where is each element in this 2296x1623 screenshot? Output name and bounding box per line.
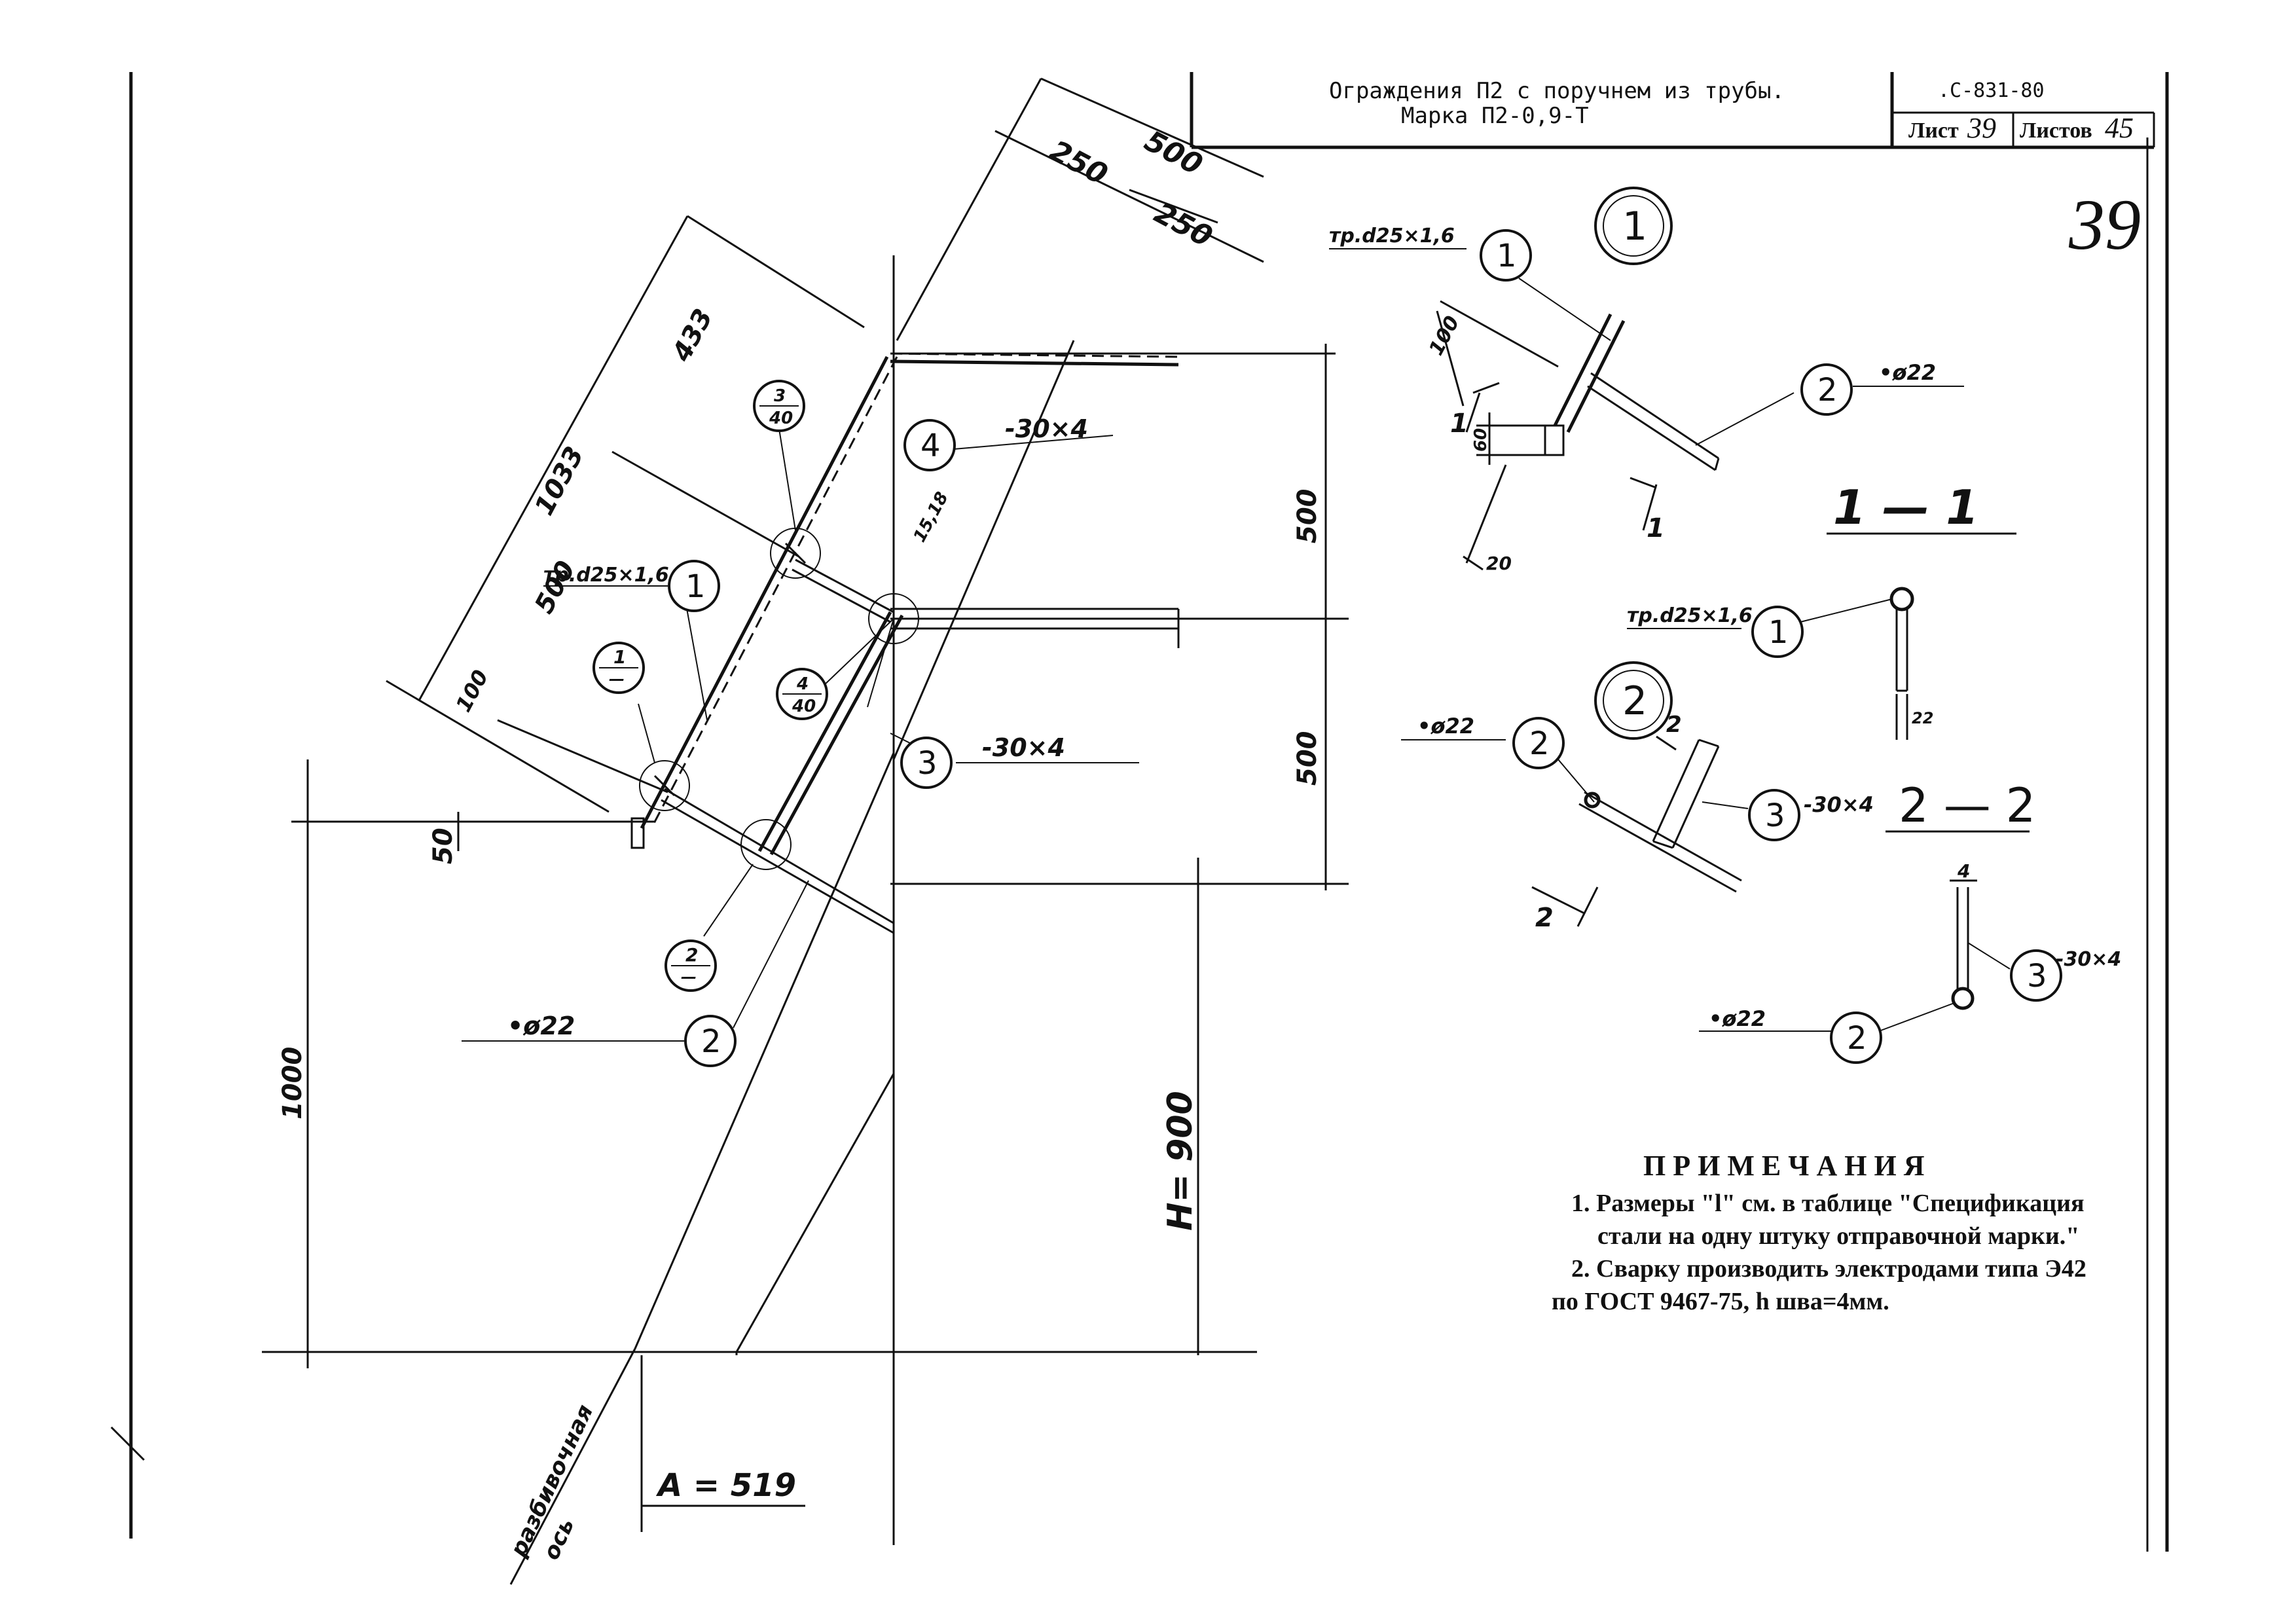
notes-line-4: по ГОСТ 9467-75, h шва=4мм.: [1552, 1288, 1889, 1315]
detail-2-pos3: 3: [1765, 797, 1785, 834]
callout-bar-mid: -30×4: [982, 733, 1065, 762]
doc-code: .С-831-80: [1938, 79, 2045, 102]
position-1-label: 1: [685, 568, 706, 605]
dim-500-right-b: 500: [1292, 731, 1322, 786]
position-2-label: 2: [701, 1023, 721, 1060]
sheet-frame: [129, 72, 2169, 1552]
detail-1-cut-b: 1: [1647, 513, 1665, 543]
detail-1-section-pos: 1: [1768, 614, 1789, 651]
detail-1: 1 тр.d25×1,6 1 2 •ø22 100 60 20 1: [1329, 187, 2016, 740]
section-mark-1-top: 1: [613, 646, 626, 668]
callout-rod: •ø22: [507, 1012, 575, 1040]
detail-1-marker: [1594, 187, 1673, 265]
detail-1-section-dim: 22: [1912, 709, 1933, 727]
detail-2-number: 2: [1622, 678, 1647, 724]
stamp-number: 39: [2068, 185, 2141, 264]
title-text: Ограждения П2 с поручнем из трубы.: [1329, 78, 1785, 104]
detail-1-pos2-bubble: [1800, 363, 1853, 416]
dim-50: 50: [428, 828, 458, 864]
sheets-label: Листов: [2020, 119, 2092, 143]
dim-a519: A = 519: [655, 1467, 796, 1504]
notes-line-2: стали на одну штуку отправочной марки.": [1597, 1222, 2079, 1250]
detail-1-number: 1: [1622, 204, 1647, 249]
dim-15-18: 15,18: [910, 489, 953, 546]
detail-2-cut-b: 2: [1535, 903, 1554, 933]
detail-2-section-pos3-bubble: [2010, 949, 2062, 1002]
section-mark-4-40-bottom: 40: [792, 697, 816, 716]
title-block: Ограждения П2 с поручнем из трубы. Марка…: [1190, 72, 2155, 264]
callout-bar-top: -30×4: [1005, 414, 1088, 443]
dim-1000: 1000: [278, 1047, 308, 1120]
main-view: 500 250 250 433 1033 500 100 50 1000 500…: [110, 77, 1349, 1585]
section-mark-4-40-top: 4: [796, 674, 809, 694]
notes: П Р И М Е Ч А Н И Я 1. Размеры "l" см. в…: [1552, 1150, 2086, 1315]
notes-line-3: 2. Сварку производить электродами типа Э…: [1571, 1255, 2086, 1283]
dim-1033: 1033: [529, 442, 590, 520]
dim-h900: H= 900: [1161, 1091, 1200, 1231]
position-1-bubble: [668, 560, 720, 612]
position-2-bubble: [684, 1015, 737, 1067]
dim-500-right-a: 500: [1292, 489, 1322, 544]
sheet-label: Лист: [1908, 119, 1959, 143]
detail-2-rod-label: •ø22: [1417, 714, 1474, 739]
detail-2: 2 •ø22 2 3 -30×4 2 2 2 — 2 4: [1401, 661, 2121, 1064]
detail-2-pos2: 2: [1529, 725, 1550, 762]
detail-2-marker: [1594, 661, 1673, 740]
position-3-bubble: [900, 737, 953, 789]
sheets-total: 45: [2105, 112, 2134, 144]
detail-2-cut-a: 2: [1666, 712, 1682, 738]
dim-433: 433: [666, 304, 719, 367]
detail-1-section-title: 1 — 1: [1833, 480, 1978, 535]
detail-2-pos3-bubble: [1748, 789, 1800, 841]
detail-2-section-pos2: 2: [1847, 1020, 1867, 1057]
detail-1-pos1-bubble: [1480, 229, 1532, 282]
callout-pipe: тр.d25×1,6: [543, 564, 669, 587]
detail-2-section-title: 2 — 2: [1899, 778, 2035, 833]
detail-1-section-pipe: тр.d25×1,6: [1627, 604, 1753, 627]
detail-1-section-pos-bubble: [1751, 606, 1804, 658]
position-4-bubble: [903, 419, 956, 471]
section-mark-3-40-top: 3: [774, 386, 786, 406]
dim-100: 100: [451, 666, 494, 716]
detail-1-cut-a: 1: [1450, 409, 1468, 439]
detail-2-section-dim: 4: [1957, 860, 1970, 882]
detail-1-rod-label: •ø22: [1879, 360, 1936, 385]
notes-line-1: 1. Размеры "l" см. в таблице "Спецификац…: [1571, 1190, 2085, 1217]
detail-1-dim-60: 60: [1471, 428, 1491, 452]
position-3-label: 3: [917, 745, 938, 782]
detail-2-section-bar: -30×4: [2056, 948, 2121, 971]
detail-2-pos2-bubble: [1512, 717, 1565, 769]
detail-2-section-rod: •ø22: [1709, 1006, 1766, 1031]
position-4-label: 4: [920, 428, 941, 464]
detail-2-section-pos2-bubble: [1830, 1012, 1882, 1064]
mark-text: Марка П2-0,9-Т: [1401, 103, 1589, 129]
section-mark-2-top: 2: [685, 944, 698, 966]
dim-250-b: 250: [1149, 196, 1218, 254]
dim-500-top: 500: [1139, 124, 1208, 182]
sheet-number: 39: [1967, 112, 1996, 144]
detail-1-pos2: 2: [1817, 372, 1838, 409]
detail-1-pipe-label: тр.d25×1,6: [1329, 225, 1455, 247]
section-mark-2-bottom: —: [681, 968, 697, 986]
detail-2-bar-label: -30×4: [1804, 792, 1874, 817]
detail-2-section-pos3: 3: [2027, 958, 2047, 994]
detail-1-dim-20: 20: [1486, 553, 1512, 574]
detail-1-pos1: 1: [1497, 238, 1517, 274]
detail-1-dim-100: 100: [1425, 312, 1464, 359]
notes-heading: П Р И М Е Ч А Н И Я: [1643, 1150, 1925, 1182]
section-mark-1-bottom: —: [609, 670, 625, 688]
section-mark-3-40-bottom: 40: [769, 409, 793, 428]
